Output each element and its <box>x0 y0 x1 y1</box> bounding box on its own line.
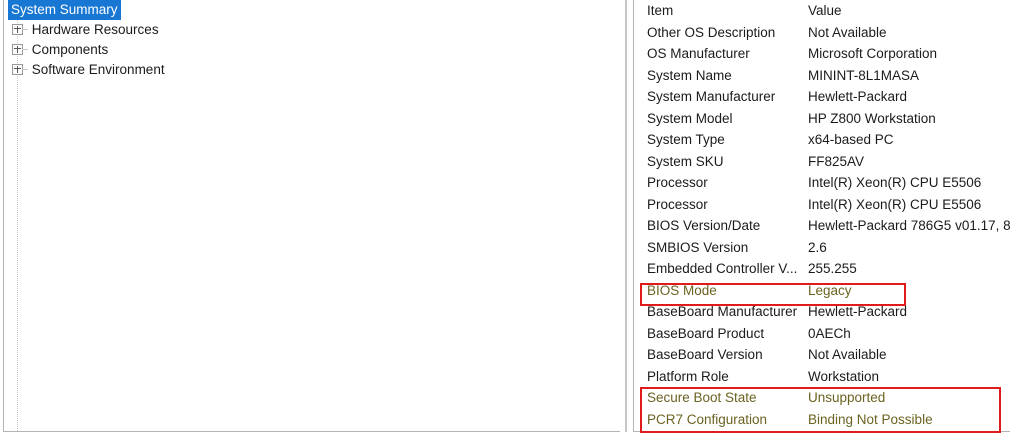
detail-row[interactable]: Other OS Description Not Available <box>634 22 1010 44</box>
column-header-item: Item <box>647 3 674 18</box>
detail-row-item: BaseBoard Product <box>647 325 765 341</box>
detail-row[interactable]: System Model HP Z800 Workstation <box>634 108 1010 130</box>
panel-splitter[interactable] <box>625 0 631 432</box>
detail-row[interactable]: BIOS Version/Date Hewlett-Packard 786G5 v… <box>634 215 1010 237</box>
tree-item-label: System Summary <box>8 0 121 20</box>
detail-row-item: Secure Boot State <box>647 390 757 405</box>
detail-row-value: Legacy <box>808 282 852 298</box>
detail-row[interactable]: BaseBoard Product 0AECh <box>634 323 1010 345</box>
detail-row-value: Hewlett-Packard <box>808 89 908 104</box>
detail-row[interactable]: BaseBoard Manufacturer Hewlett-Packard <box>634 301 1010 323</box>
detail-row-item: BIOS Mode <box>647 282 717 298</box>
detail-row[interactable]: Platform Role Workstation <box>634 366 1010 388</box>
tree-connector <box>22 49 28 50</box>
detail-row[interactable]: Embedded Controller V... 255.255 <box>634 258 1010 280</box>
detail-row[interactable]: System Manufacturer Hewlett-Packard <box>634 86 1010 108</box>
detail-row-item: System Manufacturer <box>647 89 776 104</box>
detail-row-value: Not Available <box>808 24 887 40</box>
detail-row-value: Intel(R) Xeon(R) CPU E5506 <box>808 196 982 212</box>
detail-row[interactable]: SMBIOS Version 2.6 <box>634 237 1010 259</box>
detail-row-item: Processor <box>647 196 708 212</box>
detail-row-value: 0AECh <box>808 325 851 341</box>
detail-row-item: Processor <box>647 175 708 190</box>
detail-row[interactable]: System Name MININT-8L1MASA <box>634 65 1010 87</box>
navigation-tree-panel[interactable]: System Summary Hardware Resources Compon… <box>3 0 620 432</box>
detail-row-value: MININT-8L1MASA <box>808 67 920 83</box>
tree-guide-line <box>16 0 18 431</box>
tree-item-label: Hardware Resources <box>31 22 159 37</box>
detail-row-value: HP Z800 Workstation <box>808 110 936 126</box>
detail-row-value: Hewlett-Packard <box>808 304 908 319</box>
tree-item-software-environment[interactable]: Software Environment <box>4 60 620 80</box>
tree-item-label: Software Environment <box>31 62 165 77</box>
detail-row[interactable]: BIOS Mode Legacy <box>634 280 1010 302</box>
column-header-value: Value <box>808 3 842 18</box>
detail-row-value: Microsoft Corporation <box>808 46 938 61</box>
detail-row-item: BaseBoard Version <box>647 347 763 362</box>
detail-row-item: Other OS Description <box>647 24 776 40</box>
detail-row[interactable]: OS Manufacturer Microsoft Corporation <box>634 43 1010 65</box>
detail-row-value: Not Available <box>808 347 887 362</box>
detail-row-value: FF825AV <box>808 153 865 169</box>
detail-row-item: System Name <box>647 67 732 83</box>
detail-row[interactable]: System Type x64-based PC <box>634 129 1010 151</box>
detail-row-item: BIOS Version/Date <box>647 218 761 233</box>
detail-row[interactable]: Secure Boot State Unsupported <box>634 387 1010 409</box>
detail-row-value: Binding Not Possible <box>808 411 933 427</box>
detail-row-value: Hewlett-Packard 786G5 v01.17, 8/ <box>808 218 1010 233</box>
tree-connector <box>22 69 28 70</box>
detail-row-value: x64-based PC <box>808 132 894 147</box>
detail-row-item: Platform Role <box>647 368 729 384</box>
tree-item-system-summary[interactable]: System Summary <box>4 0 620 20</box>
tree-item-components[interactable]: Components <box>4 40 620 60</box>
column-header-row[interactable]: Item Value <box>634 0 1010 22</box>
detail-row[interactable]: BaseBoard Version Not Available <box>634 344 1010 366</box>
detail-row-item: System Type <box>647 132 725 147</box>
detail-row-value: 255.255 <box>808 261 857 276</box>
detail-row[interactable]: Processor Intel(R) Xeon(R) CPU E5506 <box>634 194 1010 216</box>
detail-row-item: BaseBoard Manufacturer <box>647 304 798 319</box>
tree-item-hardware-resources[interactable]: Hardware Resources <box>4 20 620 40</box>
detail-row-item: OS Manufacturer <box>647 46 750 61</box>
splitter-bar <box>625 0 627 432</box>
detail-row-item: PCR7 Configuration <box>647 411 768 427</box>
detail-row[interactable]: PCR7 Configuration Binding Not Possible <box>634 409 1010 431</box>
detail-row-value: 2.6 <box>808 239 827 255</box>
detail-row-value: Unsupported <box>808 390 886 405</box>
detail-row-item: System SKU <box>647 153 724 169</box>
detail-row-item: System Model <box>647 110 733 126</box>
tree-item-label: Components <box>31 42 109 57</box>
detail-row[interactable]: System SKU FF825AV <box>634 151 1010 173</box>
detail-row[interactable]: Processor Intel(R) Xeon(R) CPU E5506 <box>634 172 1010 194</box>
detail-row-item: Embedded Controller V... <box>647 261 798 276</box>
detail-row-value: Intel(R) Xeon(R) CPU E5506 <box>808 175 982 190</box>
detail-row-item: SMBIOS Version <box>647 239 749 255</box>
detail-row-value: Workstation <box>808 368 880 384</box>
tree-connector <box>22 29 28 30</box>
